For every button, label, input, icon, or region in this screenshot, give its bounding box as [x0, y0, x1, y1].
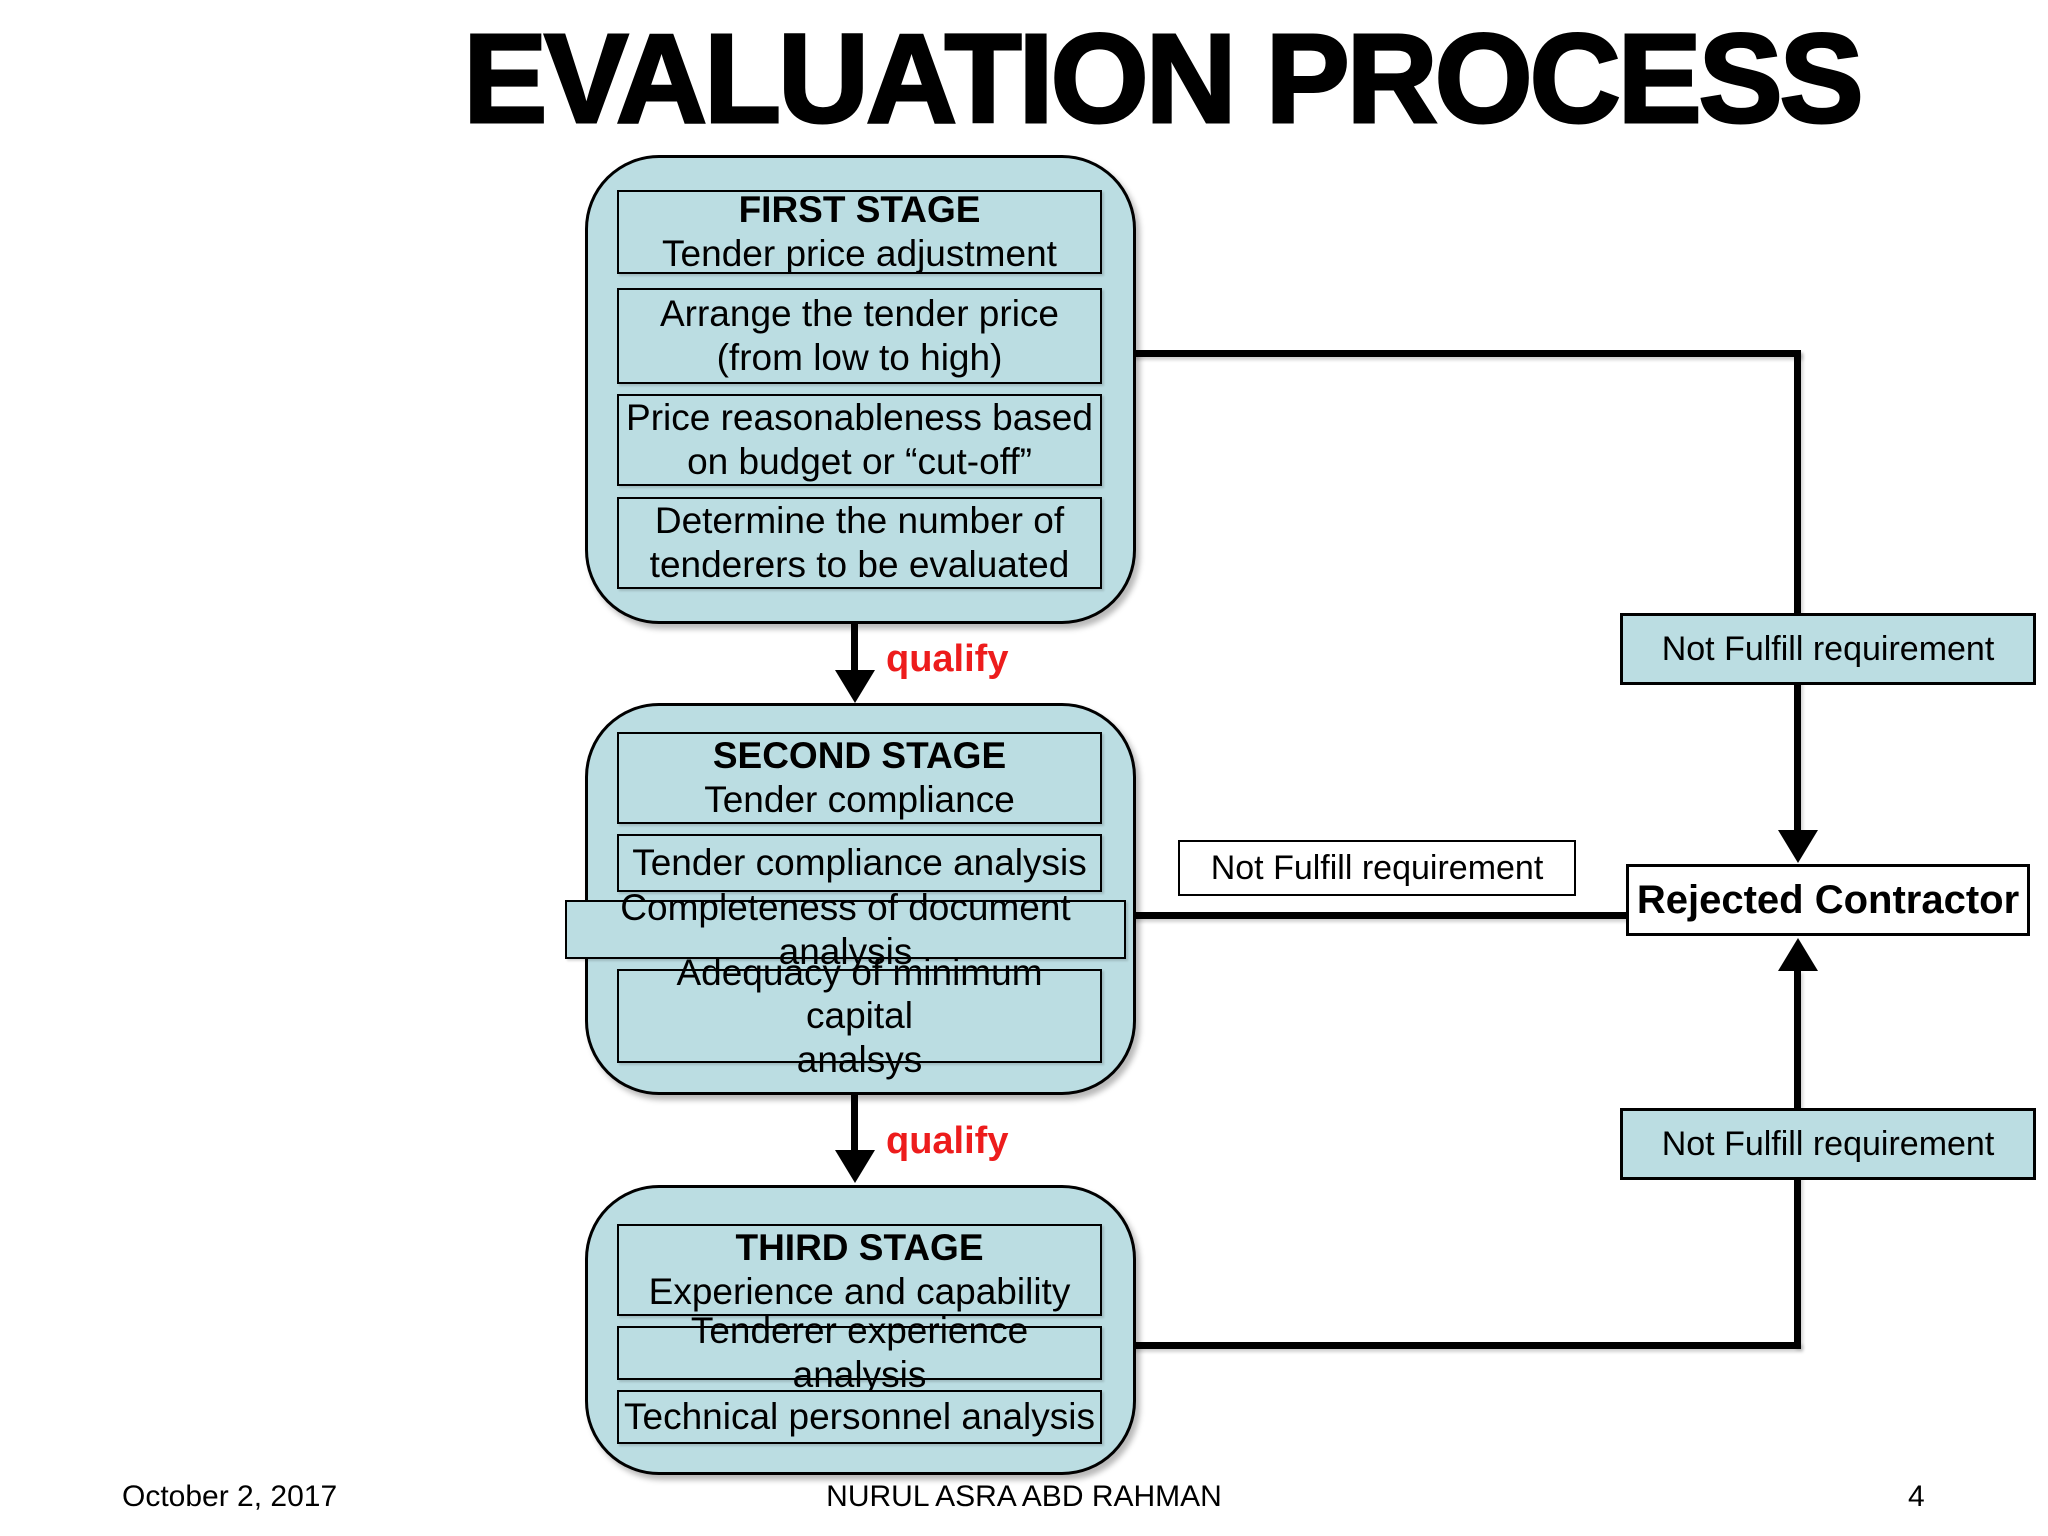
item-line: Adequacy of minimum capital	[676, 951, 1043, 1037]
not-fulfill-requirement-top-box: Not Fulfill requirement	[1620, 613, 2036, 685]
arrowhead-down-icon	[1778, 830, 1818, 863]
third-stage-item-tenderer-experience: Tenderer experience analysis	[617, 1310, 1102, 1395]
qualify-arrow-1-stem	[851, 616, 858, 672]
connector-stage3-right-line	[1128, 1342, 1801, 1349]
second-stage-item-completeness: Completeness of document analysis	[565, 887, 1126, 972]
first-stage-title: FIRST STAGE	[738, 189, 981, 231]
qualify-arrowhead-1-icon	[835, 670, 875, 703]
qualify-arrow-2-stem	[851, 1086, 858, 1152]
arrowhead-up-icon	[1778, 938, 1818, 971]
item-line: Price reasonableness based	[626, 397, 1093, 439]
item-line: tenderers to be evaluated	[649, 544, 1070, 585]
connector-stage2-right-line	[1128, 912, 1628, 919]
third-stage-subtitle: Experience and capability	[648, 1271, 1071, 1312]
qualify-arrowhead-2-icon	[835, 1150, 875, 1183]
first-stage-subtitle: Tender price adjustment	[662, 233, 1057, 274]
page-title: EVALUATION PROCESS	[462, 7, 1865, 151]
connector-stage1-right-line	[1128, 350, 1801, 357]
second-stage-item-compliance-analysis: Tender compliance analysis	[617, 834, 1102, 892]
qualify-label-2: qualify	[886, 1120, 1009, 1162]
first-stage-item-arrange-price: Arrange the tender price (from low to hi…	[617, 288, 1102, 384]
third-stage-title: THIRD STAGE	[735, 1227, 984, 1269]
third-stage-item-technical-personnel: Technical personnel analysis	[617, 1390, 1102, 1444]
first-stage-item-price-reasonableness: Price reasonableness based on budget or …	[617, 394, 1102, 486]
footer-author: NURUL ASRA ABD RAHMAN	[826, 1480, 1222, 1513]
qualify-label-1: qualify	[886, 638, 1009, 680]
item-line: (from low to high)	[716, 337, 1003, 378]
connector-right-down-line	[1794, 350, 1801, 832]
item-line: Completeness of document analysis	[620, 886, 1071, 972]
item-line: Tender compliance analysis	[632, 842, 1087, 884]
item-line: Tenderer experience analysis	[690, 1310, 1029, 1395]
second-stage-item-adequacy-capital: Adequacy of minimum capital analsys	[617, 952, 1102, 1080]
first-stage-header: FIRST STAGE Tender price adjustment	[617, 189, 1102, 274]
item-line: Technical personnel analysis	[624, 1396, 1095, 1438]
item-line: Arrange the tender price	[659, 293, 1059, 335]
item-line: on budget or “cut-off”	[687, 441, 1032, 482]
rejected-contractor-box: Rejected Contractor	[1626, 864, 2030, 936]
second-stage-subtitle: Tender compliance	[704, 779, 1015, 820]
second-stage-header: SECOND STAGE Tender compliance	[617, 732, 1102, 824]
footer-page-number: 4	[1908, 1480, 1925, 1513]
not-fulfill-requirement-middle-box: Not Fulfill requirement	[1178, 840, 1576, 896]
item-line: analsys	[796, 1038, 923, 1080]
not-fulfill-requirement-bottom-box: Not Fulfill requirement	[1620, 1108, 2036, 1180]
first-stage-item-determine-number: Determine the number of tenderers to be …	[617, 497, 1102, 589]
second-stage-title: SECOND STAGE	[712, 735, 1007, 777]
footer-date: October 2, 2017	[122, 1480, 338, 1513]
third-stage-header: THIRD STAGE Experience and capability	[617, 1224, 1102, 1316]
item-line: Determine the number of	[654, 500, 1065, 542]
